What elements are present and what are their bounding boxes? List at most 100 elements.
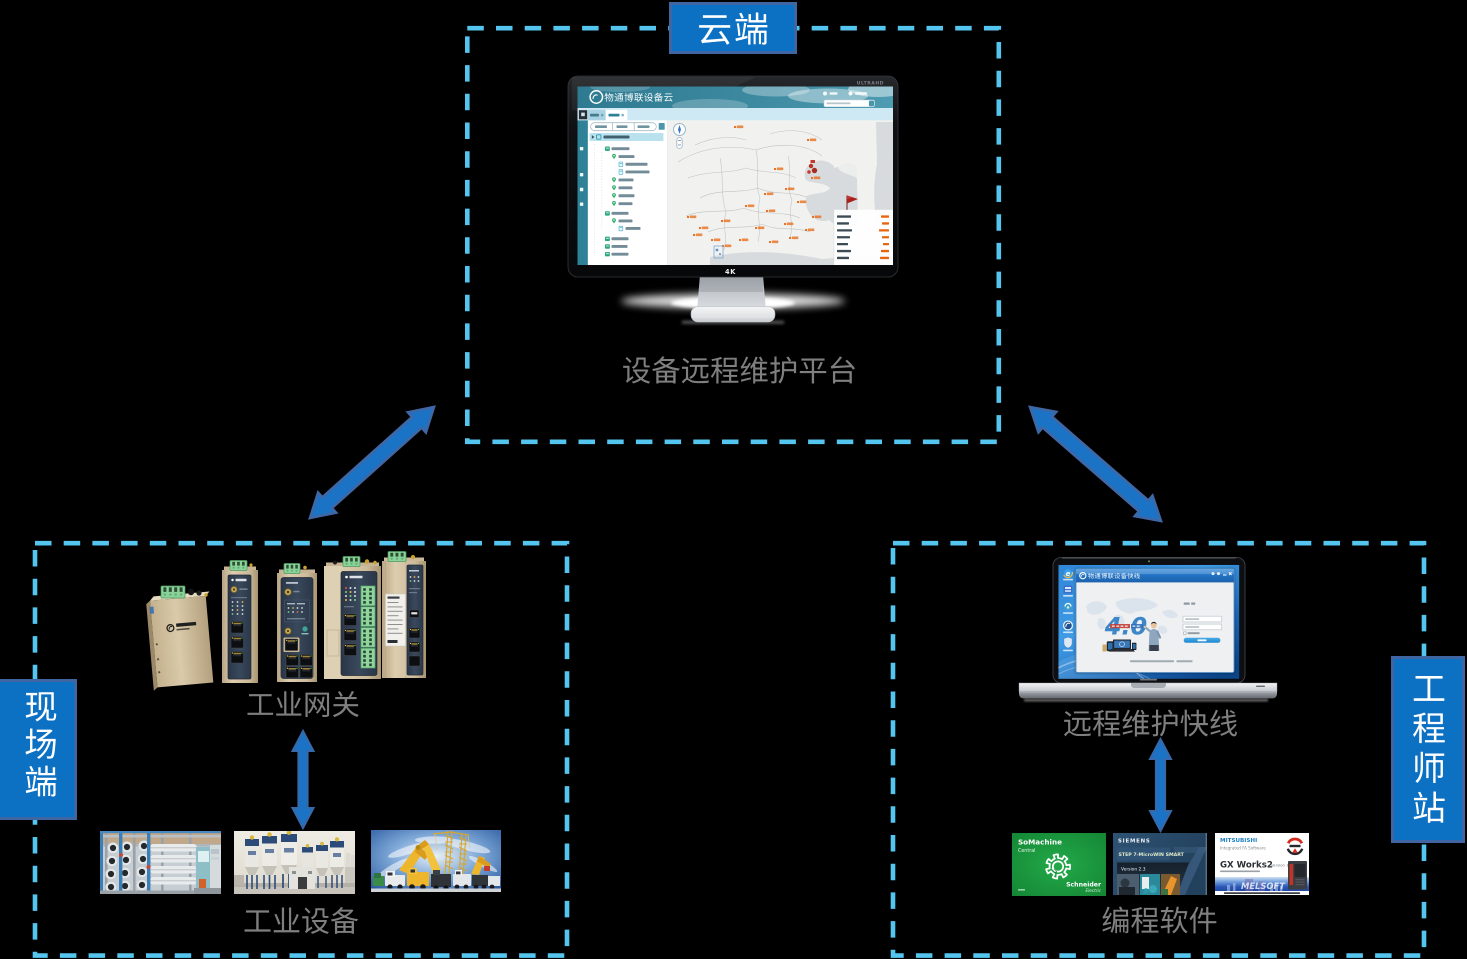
monitor-brand-text: ULTRAHD xyxy=(857,81,884,87)
map-flag-marker xyxy=(846,195,858,210)
engineer-panel-border xyxy=(890,540,1427,958)
laptop-caption xyxy=(1064,709,1238,737)
equipment-caption xyxy=(244,907,359,934)
siemens-version: Version 2.3 xyxy=(1121,867,1146,873)
mitsubishi-subtitle: Integrated FA Software xyxy=(1220,846,1266,851)
somachine-subtitle: Central xyxy=(1018,848,1035,854)
presenter-man xyxy=(1143,621,1162,651)
banner-red xyxy=(1110,624,1130,629)
photo-water-treatment xyxy=(100,831,221,894)
plc-image xyxy=(1288,861,1307,890)
device-tree-panel xyxy=(587,120,668,265)
siemens-brand: SIEMENS xyxy=(1118,839,1151,845)
cloud-label xyxy=(669,2,797,54)
engineer-label-text xyxy=(1412,676,1445,823)
siemens-title: STEP 7-MicroWIN SMART xyxy=(1119,852,1185,858)
arrow-field-cloud xyxy=(308,405,436,520)
app-header xyxy=(577,86,893,108)
login-form xyxy=(1182,602,1223,643)
map-alert-cluster xyxy=(807,160,818,174)
schneider-brand2: Electric xyxy=(1085,888,1101,893)
search-placeholder xyxy=(826,102,851,105)
desktop-icons: e xyxy=(1062,569,1074,652)
gateway-caption xyxy=(247,691,359,718)
login-window: 4.0 xyxy=(1075,568,1235,674)
username-input xyxy=(1182,615,1223,623)
gateway-device-2 xyxy=(222,560,258,683)
field-label xyxy=(0,679,77,820)
laptop-hinge-brand xyxy=(1140,678,1157,681)
window-logo xyxy=(1079,572,1087,580)
melsoft-emblem xyxy=(1286,837,1304,856)
app-title xyxy=(604,92,673,102)
photo-batching-plant xyxy=(234,831,355,894)
gateway-device-4 xyxy=(324,556,381,679)
engineer-laptop: e xyxy=(1018,557,1278,702)
photo-machinery xyxy=(371,830,501,892)
gateway-device-3 xyxy=(277,563,317,682)
tree-filter-icon xyxy=(658,123,665,130)
excavator-booms xyxy=(399,840,441,874)
copyright-line xyxy=(1130,660,1174,663)
tower-cranes xyxy=(432,830,471,877)
cloud-label-text xyxy=(699,12,768,45)
copyright-text-bar xyxy=(1224,892,1300,894)
cloud-caption-text xyxy=(623,356,855,384)
schneider-brand: Schneider xyxy=(1066,882,1102,889)
field-panel-border xyxy=(32,540,570,958)
map-zoom-control xyxy=(676,137,683,149)
industrial-gateways xyxy=(146,551,426,691)
gateway-caption-text xyxy=(247,691,359,718)
machine-fleet xyxy=(373,868,500,891)
devices-illustration xyxy=(1102,639,1137,652)
monitor-logo-text: 4K xyxy=(725,268,736,276)
user-icon xyxy=(823,91,827,96)
map-borders xyxy=(677,130,823,251)
logo-somachine: SoMachine Central Schneider Electric xyxy=(1012,833,1106,896)
equipment-caption-text xyxy=(244,907,359,934)
logo-siemens: SIEMENS STEP 7-MicroWIN SMART Version 2.… xyxy=(1113,833,1207,895)
map-inset xyxy=(713,245,724,259)
somachine-title: SoMachine xyxy=(1018,838,1062,847)
gateway-device-1 xyxy=(146,585,214,691)
map-stats-panel xyxy=(833,209,893,265)
somachine-gear-icon xyxy=(1045,853,1072,880)
arrow-gateway-equipment xyxy=(290,728,316,831)
arrow-laptop-software xyxy=(1148,736,1173,834)
account-icon xyxy=(848,91,853,96)
gxworks-title: GX Works2 xyxy=(1220,861,1273,871)
gateway-device-5 xyxy=(382,551,426,678)
monitor-base-reflection xyxy=(682,321,784,324)
window-title-bar xyxy=(1076,569,1234,583)
melsoft-text: MELSOFT xyxy=(1241,881,1286,891)
ie-icon-glyph: e xyxy=(1066,570,1071,578)
window-title xyxy=(1088,572,1140,579)
app-logo xyxy=(589,90,604,104)
software-caption-text xyxy=(1102,906,1217,934)
remember-checkbox xyxy=(1183,631,1187,635)
gxworks-desc xyxy=(1220,870,1260,873)
gxworks-version: Version 1 xyxy=(1271,863,1289,868)
siemens-collage xyxy=(1117,874,1180,895)
arrow-cloud-engineer xyxy=(1028,405,1163,523)
laptop-caption-text xyxy=(1064,709,1238,737)
field-label-text xyxy=(25,692,57,797)
laptop-screen: e xyxy=(1058,564,1240,679)
cloud-caption xyxy=(623,356,855,384)
password-input xyxy=(1182,623,1223,631)
monitor-screen-ui xyxy=(577,86,893,265)
side-strip xyxy=(577,120,588,265)
software-caption xyxy=(1102,906,1217,934)
membrane-tubes xyxy=(150,844,197,885)
laptop-notch xyxy=(1131,683,1166,688)
laptop-base xyxy=(1018,682,1278,702)
cloud-platform-monitor: ULTRAHD 4K xyxy=(567,75,899,324)
laptop-reflection xyxy=(1024,699,1268,702)
monitor-stand-base xyxy=(690,306,776,323)
world-map xyxy=(1086,598,1178,634)
map-markers xyxy=(686,125,822,248)
logo-gxworks: MITSUBISHI Integrated FA Software GX Wor… xyxy=(1215,833,1309,895)
mitsubishi-brand: MITSUBISHI xyxy=(1220,838,1257,844)
tab-bar xyxy=(577,108,893,121)
